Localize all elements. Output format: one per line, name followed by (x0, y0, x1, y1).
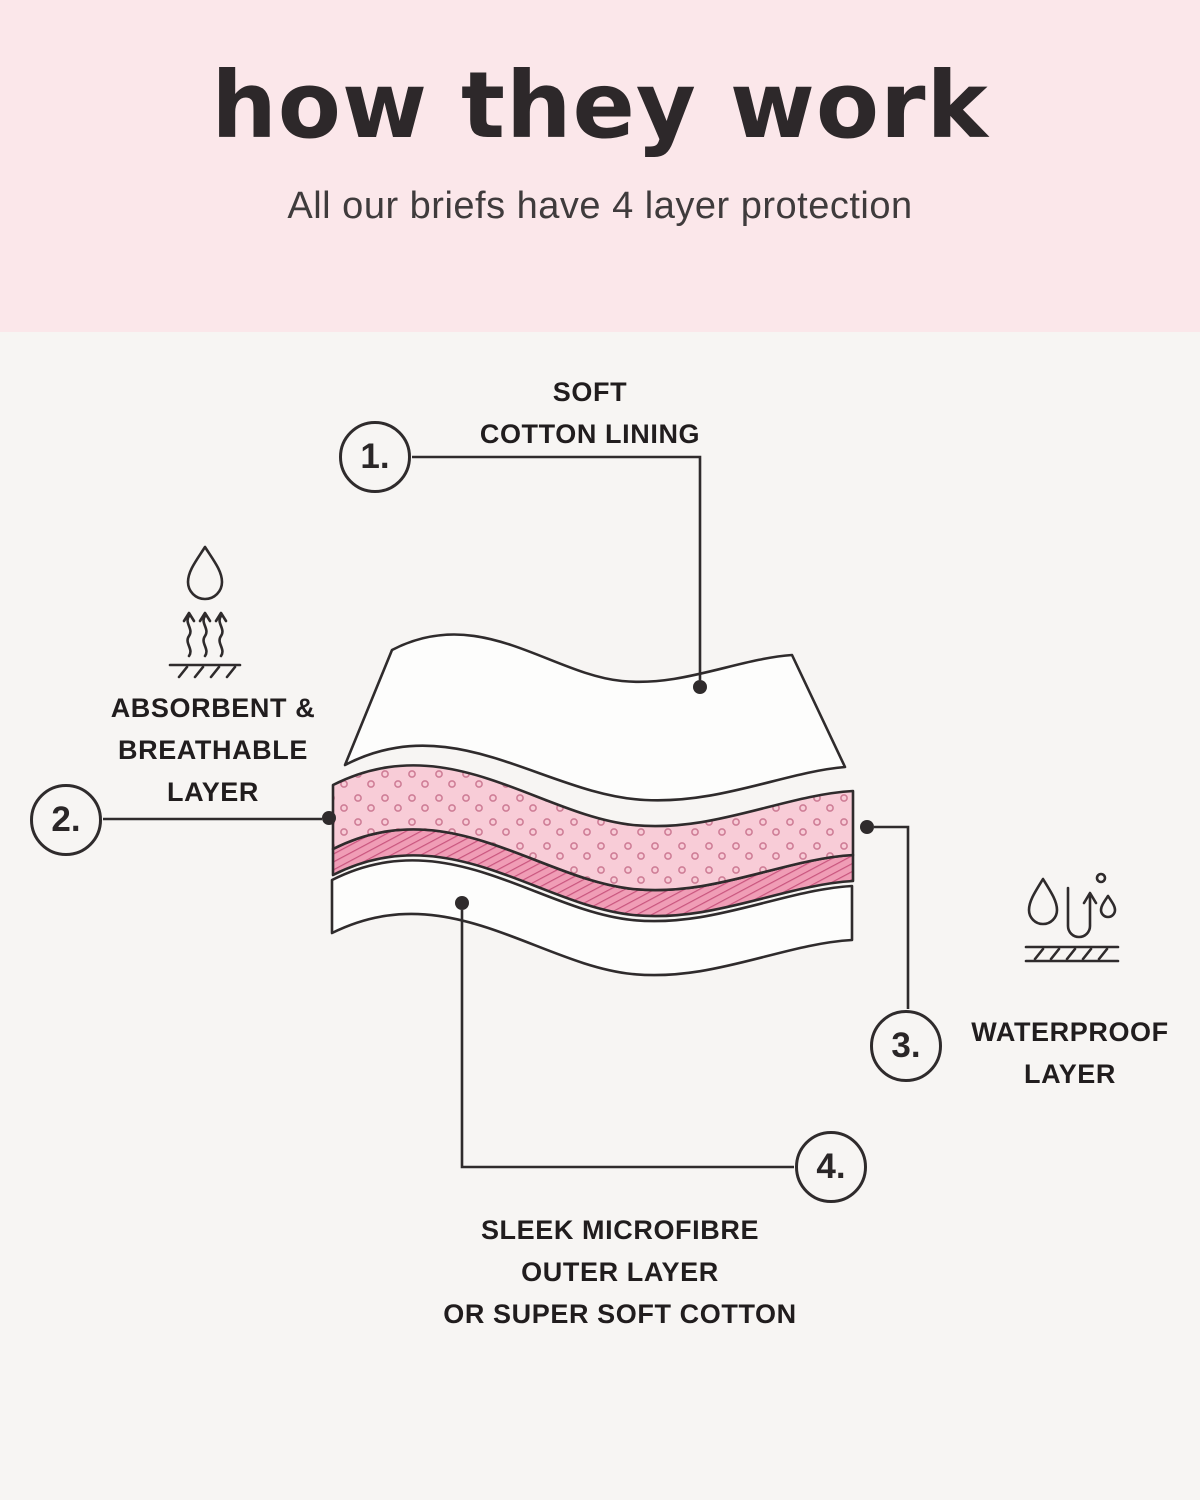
callout-label-3: WATERPROOF LAYER (971, 1012, 1169, 1096)
callout-number-4-text: 4. (816, 1147, 846, 1186)
header-banner: how they work All our briefs have 4 laye… (0, 0, 1200, 332)
callout-number-1-text: 1. (360, 437, 390, 476)
callout-label-4: SLEEK MICROFIBRE OUTER LAYER OR SUPER SO… (443, 1210, 797, 1336)
page-title: how they work (211, 52, 989, 159)
connector-2-dot (322, 811, 336, 825)
callout-number-1: 1. (339, 421, 411, 493)
callout-number-2: 2. (30, 784, 102, 856)
waterproof-icon (1024, 872, 1120, 963)
outer-layer-shape (330, 859, 854, 977)
label-line: SOFT (552, 377, 628, 407)
label-line: WATERPROOF (971, 1017, 1169, 1047)
label-line: OR SUPER SOFT COTTON (443, 1298, 797, 1329)
waterproof-layer-shape (331, 828, 855, 918)
label-line: LAYER (166, 776, 260, 807)
connector-1-dot (693, 680, 707, 694)
page-subtitle: All our briefs have 4 layer protection (287, 185, 913, 227)
callout-label-1: SOFT COTTON LINING (480, 372, 700, 456)
connector-4-dot (455, 896, 469, 910)
absorbent-layer-shape (331, 764, 855, 892)
connector-4 (460, 910, 794, 1169)
top-layer-shape (343, 633, 847, 802)
label-line: ABSORBENT & (110, 693, 316, 723)
connector-1 (412, 455, 702, 680)
callout-number-2-text: 2. (51, 800, 81, 839)
label-line: OUTER LAYER (521, 1256, 719, 1287)
callout-number-3-text: 3. (891, 1026, 921, 1065)
connector-3-dot (860, 820, 874, 834)
callout-number-3: 3. (870, 1010, 942, 1082)
absorbent-breathable-icon (168, 545, 242, 679)
label-line: SLEEK MICROFIBRE (480, 1215, 760, 1245)
label-line: COTTON LINING (479, 418, 701, 449)
callout-number-4: 4. (795, 1131, 867, 1203)
label-line: LAYER (1023, 1058, 1117, 1089)
callout-label-2: ABSORBENT & BREATHABLE LAYER (111, 688, 316, 814)
label-line: BREATHABLE (117, 734, 308, 765)
connector-3 (874, 825, 910, 1009)
